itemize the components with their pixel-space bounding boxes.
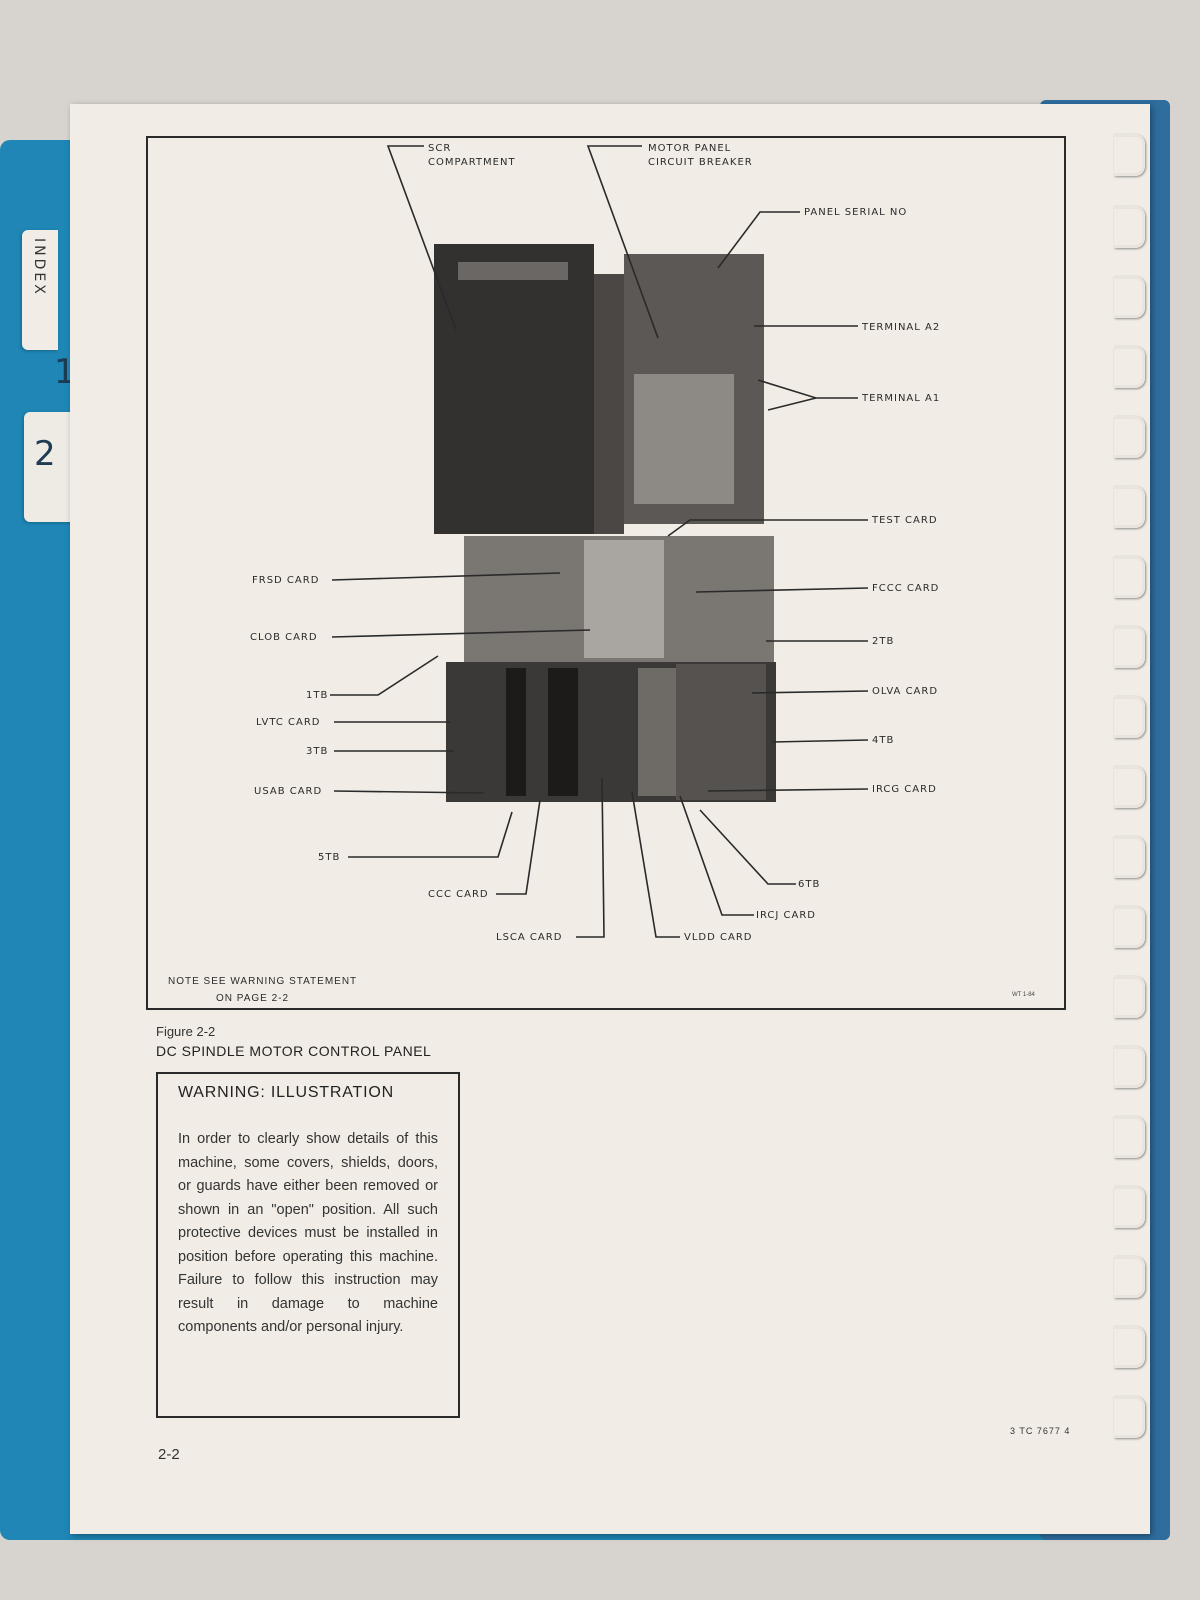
warning-title: WARNING: ILLUSTRATION	[178, 1084, 394, 1101]
label-ccc-card: CCC CARD	[428, 889, 489, 900]
label-test-card: TEST CARD	[872, 515, 938, 526]
figure-number: Figure 2-2	[156, 1024, 216, 1039]
label-5tb: 5TB	[318, 852, 341, 863]
label-terminal-a1: TERMINAL A1	[862, 393, 941, 404]
label-vldd-card: VLDD CARD	[684, 932, 753, 943]
label-4tb: 4TB	[872, 735, 895, 746]
label-panel-serial-no: PANEL SERIAL NO	[804, 207, 908, 218]
label-ircg-card: IRCG CARD	[872, 784, 937, 795]
tab-index[interactable]: INDEX	[22, 230, 58, 350]
label-lsca-card: LSCA CARD	[496, 932, 563, 943]
label-clob-card: CLOB CARD	[250, 632, 318, 643]
art-number: WT 1-84	[1012, 992, 1035, 998]
label-motor-panel-circuit-breaker: MOTOR PANEL CIRCUIT BREAKER	[648, 143, 753, 168]
label-olva-card: OLVA CARD	[872, 686, 939, 697]
tab-index-label: INDEX	[31, 238, 47, 297]
label-6tb: 6TB	[798, 879, 821, 890]
figure-note: NOTE SEE WARNING STATEMENT ON PAGE 2-2	[168, 976, 358, 1004]
label-lvtc-card: LVTC CARD	[256, 717, 321, 728]
label-terminal-a2: TERMINAL A2	[862, 322, 941, 333]
label-usab-card: USAB CARD	[254, 786, 323, 797]
figure-title: DC SPINDLE MOTOR CONTROL PANEL	[156, 1043, 432, 1059]
label-3tb: 3TB	[306, 746, 329, 757]
warning-body: In order to clearly show details of this…	[178, 1131, 438, 1335]
label-1tb: 1TB	[306, 690, 329, 701]
label-2tb: 2TB	[872, 636, 895, 647]
label-fccc-card: FCCC CARD	[872, 583, 940, 594]
page-number: 2-2	[158, 1446, 180, 1463]
label-ircj-card: IRCJ CARD	[756, 910, 816, 921]
figure-frame	[146, 136, 1066, 1010]
document-code: 3 TC 7677 4	[1010, 1426, 1071, 1436]
label-frsd-card: FRSD CARD	[252, 575, 320, 586]
label-scr: SCR COMPARTMENT	[428, 143, 516, 168]
tab-2-label: 2	[34, 434, 56, 474]
warning-box: WARNING: ILLUSTRATION In order to clearl…	[156, 1072, 460, 1418]
